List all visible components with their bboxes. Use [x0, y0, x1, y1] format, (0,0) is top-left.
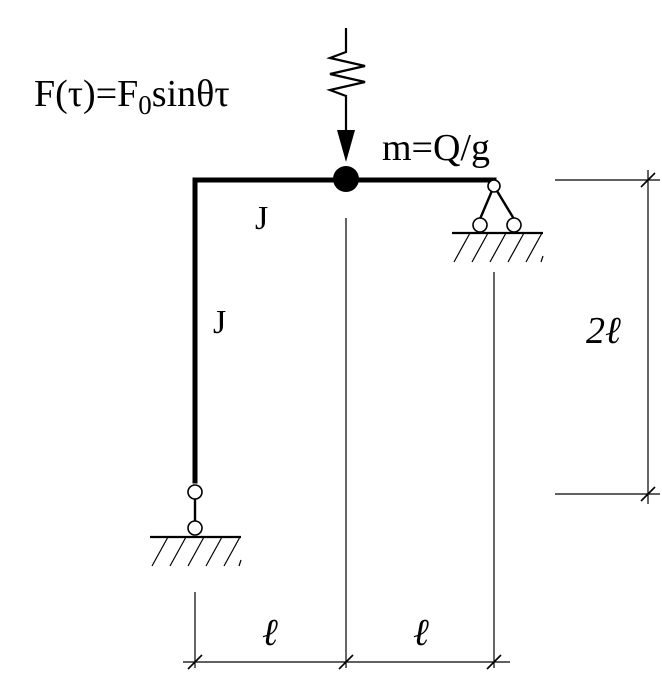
- left-support-hatching: [151, 536, 242, 567]
- right-support-top-hinge: [487, 179, 501, 193]
- left-support: [150, 484, 242, 567]
- column-stiffness-label: J: [213, 304, 226, 341]
- height-dimension-label: 2ℓ: [586, 310, 621, 352]
- frame-members: [192, 177, 497, 484]
- right-support: [452, 179, 544, 263]
- left-support-bottom-hinge: [187, 520, 203, 536]
- mass-label: m=Q/g: [382, 127, 490, 169]
- load-label: F(τ)=F0sinθτ: [34, 73, 230, 120]
- left-span-label: ℓ: [262, 612, 278, 654]
- spring-zigzag: [326, 28, 366, 132]
- lumped-mass: [333, 166, 359, 192]
- right-support-hinge-right: [506, 217, 522, 233]
- extension-lines: [194, 179, 660, 668]
- height-dimension: [640, 170, 656, 504]
- load-force-symbol: [326, 28, 366, 162]
- left-support-top-hinge: [187, 484, 203, 500]
- height-dimension-tick-bottom: [640, 486, 656, 502]
- right-support-hinge-left: [472, 217, 488, 233]
- span-dimension: [183, 654, 510, 670]
- force-arrowhead: [337, 130, 355, 162]
- beam-stiffness-label: J: [255, 200, 268, 237]
- right-support-hatching: [453, 232, 544, 263]
- right-span-label: ℓ: [413, 612, 429, 654]
- span-tick-middle: [338, 654, 354, 670]
- height-dimension-tick-top: [640, 172, 656, 188]
- span-tick-right: [486, 654, 502, 670]
- span-tick-left: [187, 654, 203, 670]
